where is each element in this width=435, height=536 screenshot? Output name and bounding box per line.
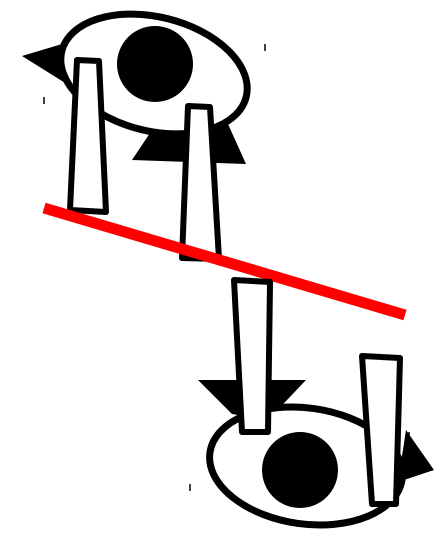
original-figure	[22, 0, 260, 259]
original-leg-right	[182, 106, 219, 259]
line-of-reflection	[44, 208, 405, 315]
original-eye	[117, 26, 193, 102]
original-leg-left	[70, 60, 106, 212]
reflected-leg-right	[362, 356, 400, 504]
reflected-leg-left	[234, 280, 270, 432]
reflected-eye	[262, 432, 338, 508]
